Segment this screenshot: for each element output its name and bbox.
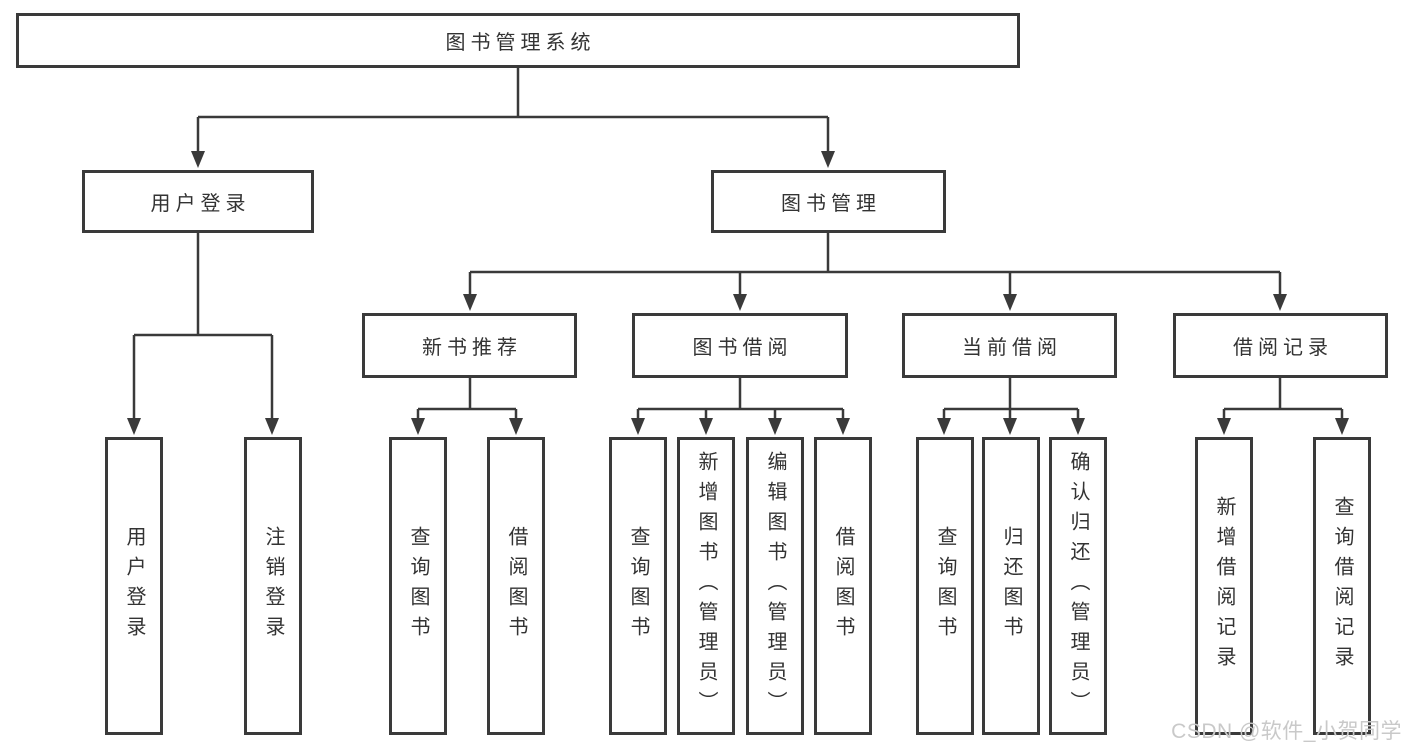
node-label: 确认归还（管理员） [1067, 451, 1089, 721]
node-borrowing-records: 借阅记录 [1173, 313, 1388, 378]
leaf-logout: 注销登录 [244, 437, 302, 735]
leaf-confirm-return-admin: 确认归还（管理员） [1049, 437, 1107, 735]
node-label: 当前借阅 [962, 337, 1062, 359]
node-label: 查询借阅记录 [1331, 496, 1353, 676]
node-label: 用户登录 [123, 526, 145, 646]
node-user-login: 用户登录 [82, 170, 314, 233]
leaf-borrow-books: 借阅图书 [814, 437, 872, 735]
leaf-borrow-books-recommend: 借阅图书 [487, 437, 545, 735]
node-label: 归还图书 [1000, 526, 1022, 646]
node-current-borrowing: 当前借阅 [902, 313, 1117, 378]
node-book-borrowing: 图书借阅 [632, 313, 848, 378]
node-label: 查询图书 [407, 526, 429, 646]
node-label: 新增借阅记录 [1213, 496, 1235, 676]
node-label: 借阅图书 [832, 526, 854, 646]
node-label: 注销登录 [262, 526, 284, 646]
leaf-add-books-admin: 新增图书（管理员） [677, 437, 735, 735]
node-label: 新书推荐 [422, 337, 522, 359]
leaf-user-login: 用户登录 [105, 437, 163, 735]
arrowheads [127, 151, 1349, 435]
node-label: 图书借阅 [692, 337, 793, 359]
leaf-query-books-current: 查询图书 [916, 437, 974, 735]
node-label: 图书管理 [781, 193, 881, 215]
node-label: 新增图书（管理员） [695, 451, 717, 721]
leaf-edit-books-admin: 编辑图书（管理员） [746, 437, 804, 735]
node-new-book-recommend: 新书推荐 [362, 313, 577, 378]
node-label: 借阅记录 [1233, 337, 1333, 359]
node-label: 编辑图书（管理员） [764, 451, 786, 721]
node-root-system: 图书管理系统 [16, 13, 1020, 68]
node-label: 图书管理系统 [445, 32, 596, 54]
leaf-query-borrow-record: 查询借阅记录 [1313, 437, 1371, 735]
leaf-query-books-recommend: 查询图书 [389, 437, 447, 735]
node-label: 查询图书 [934, 526, 956, 646]
node-label: 用户登录 [150, 193, 251, 215]
leaf-return-books: 归还图书 [982, 437, 1040, 735]
leaf-query-books-borrowing: 查询图书 [609, 437, 667, 735]
node-label: 借阅图书 [505, 526, 527, 646]
node-label: 查询图书 [627, 526, 649, 646]
node-book-management: 图书管理 [711, 170, 946, 233]
csdn-watermark: CSDN @软件_小贺同学 [1171, 720, 1402, 743]
leaf-add-borrow-record: 新增借阅记录 [1195, 437, 1253, 735]
